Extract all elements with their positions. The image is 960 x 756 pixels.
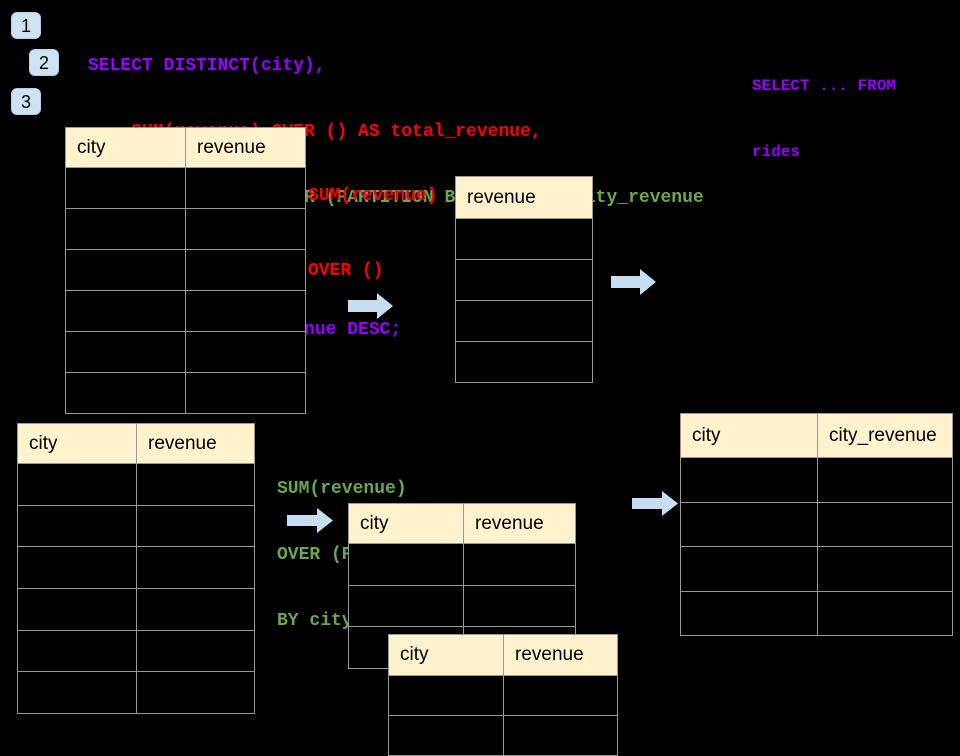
empty-cell xyxy=(503,675,618,716)
table-row xyxy=(388,715,618,756)
column-header-city-revenue: city_revenue xyxy=(817,413,953,458)
side-code-line-2: rides xyxy=(752,143,801,161)
empty-cell xyxy=(65,372,186,414)
table-row xyxy=(17,463,255,506)
empty-cell xyxy=(817,590,953,636)
empty-cell xyxy=(817,546,953,592)
annotation-total-revenue-window: SUM(revenue) OVER () xyxy=(308,134,438,309)
empty-cell xyxy=(348,584,464,628)
empty-cell xyxy=(455,259,593,301)
column-header-revenue: revenue xyxy=(136,423,255,464)
empty-cell xyxy=(455,341,593,383)
table-row xyxy=(348,584,576,628)
table-row xyxy=(65,290,306,332)
table-partition-back: city revenue xyxy=(388,634,618,756)
table-row xyxy=(680,590,953,636)
empty-cell xyxy=(136,629,255,673)
empty-cell xyxy=(455,218,593,260)
empty-cell xyxy=(185,167,306,209)
column-header-city: city xyxy=(17,423,137,464)
step-badge-3: 3 xyxy=(11,88,41,115)
empty-cell xyxy=(65,331,186,373)
arrow-right-icon xyxy=(287,508,333,533)
table-row xyxy=(17,671,255,715)
empty-cell xyxy=(680,590,818,636)
table-row xyxy=(680,501,953,547)
column-header-city: city xyxy=(65,127,186,168)
table-city-revenue-result: city city_revenue xyxy=(680,413,953,636)
table-row xyxy=(455,218,593,260)
empty-cell xyxy=(17,546,137,590)
column-header-city: city xyxy=(348,503,464,544)
annotation-line: OVER () xyxy=(308,261,384,281)
column-header-revenue: revenue xyxy=(463,503,576,544)
empty-cell xyxy=(136,671,255,715)
empty-cell xyxy=(17,463,137,506)
empty-cell xyxy=(463,543,576,586)
table-row xyxy=(17,504,255,548)
table-source-bottom: city revenue xyxy=(17,423,255,715)
empty-cell xyxy=(136,588,255,631)
empty-cell xyxy=(17,671,137,715)
empty-cell xyxy=(388,715,504,756)
empty-cell xyxy=(17,629,137,673)
column-header-city: city xyxy=(680,413,818,458)
column-header-city: city xyxy=(388,634,504,676)
empty-cell xyxy=(388,675,504,716)
empty-cell xyxy=(185,331,306,373)
table-row xyxy=(65,208,306,250)
table-row xyxy=(680,457,953,503)
empty-cell xyxy=(185,208,306,250)
empty-cell xyxy=(65,167,186,209)
empty-cell xyxy=(455,300,593,342)
empty-cell xyxy=(680,546,818,592)
empty-cell xyxy=(185,372,306,414)
annotation-line: SUM(revenue) xyxy=(308,186,438,206)
column-header-revenue: revenue xyxy=(503,634,618,676)
table-total-revenue: revenue xyxy=(455,176,593,383)
arrow-right-icon xyxy=(611,269,656,295)
table-row xyxy=(455,259,593,301)
table-row xyxy=(455,300,593,342)
table-row xyxy=(65,167,306,209)
table-row xyxy=(17,588,255,631)
empty-cell xyxy=(817,501,953,547)
table-row xyxy=(388,675,618,716)
step-badge-2: 2 xyxy=(29,49,59,76)
sql-line-select: SELECT DISTINCT(city), xyxy=(88,56,326,76)
arrow-right-icon xyxy=(348,293,393,319)
arrow-right-icon xyxy=(632,491,678,516)
empty-cell xyxy=(17,504,137,548)
table-row xyxy=(680,546,953,592)
table-row xyxy=(65,331,306,373)
table-row xyxy=(17,546,255,590)
empty-cell xyxy=(17,588,137,631)
empty-cell xyxy=(503,715,618,756)
empty-cell xyxy=(65,290,186,332)
step-badge-1: 1 xyxy=(11,12,41,39)
empty-cell xyxy=(185,290,306,332)
table-row xyxy=(17,629,255,673)
empty-cell xyxy=(136,546,255,590)
empty-cell xyxy=(680,457,818,503)
side-code-line-1: SELECT ... FROM xyxy=(752,77,897,95)
empty-cell xyxy=(65,249,186,291)
empty-cell xyxy=(185,249,306,291)
column-header-revenue: revenue xyxy=(455,176,593,219)
column-header-revenue: revenue xyxy=(185,127,306,168)
empty-cell xyxy=(136,504,255,548)
empty-cell xyxy=(348,543,464,586)
table-row xyxy=(65,249,306,291)
side-code-snippet: SELECT ... FROM rides xyxy=(752,31,896,185)
empty-cell xyxy=(136,463,255,506)
empty-cell xyxy=(65,208,186,250)
table-row xyxy=(65,372,306,414)
empty-cell xyxy=(680,501,818,547)
table-row xyxy=(455,341,593,383)
empty-cell xyxy=(817,457,953,503)
table-source-top: city revenue xyxy=(65,127,306,414)
table-row xyxy=(348,543,576,586)
annotation-line: SUM(revenue) xyxy=(277,479,407,499)
empty-cell xyxy=(463,584,576,628)
